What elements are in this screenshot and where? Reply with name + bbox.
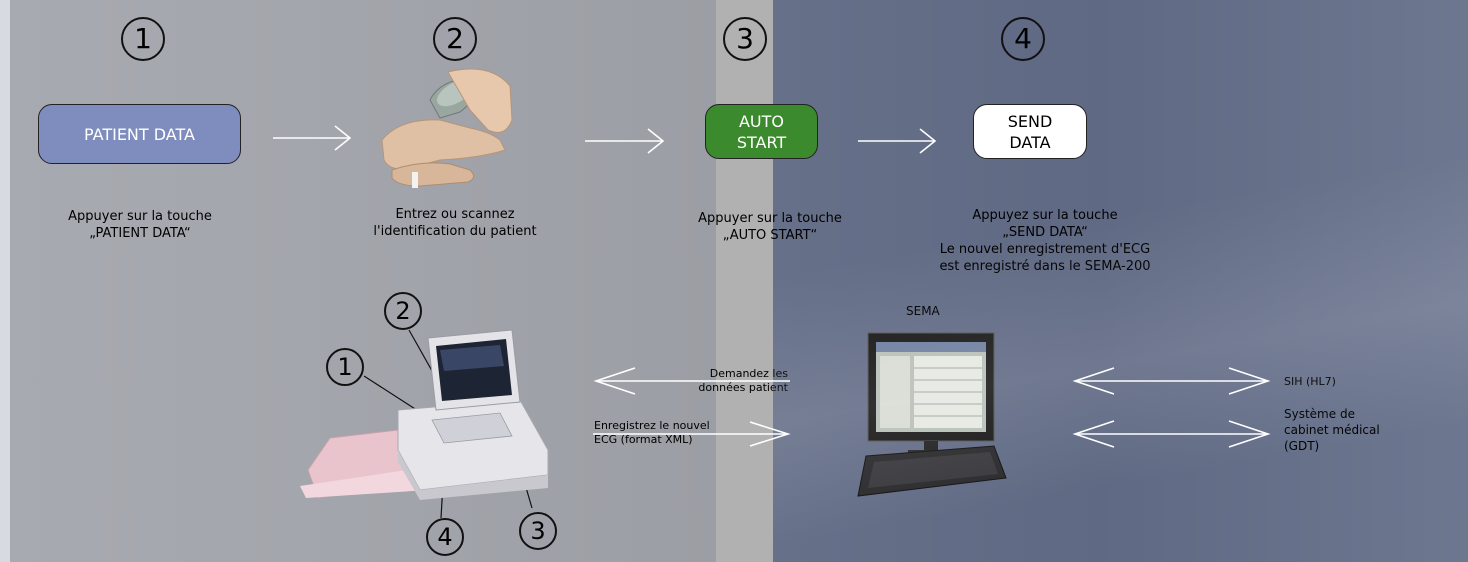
patient-data-button[interactable]: PATIENT DATA bbox=[38, 104, 241, 164]
sema-title: SEMA bbox=[906, 304, 940, 318]
sih-label: SIH (HL7) bbox=[1284, 375, 1336, 388]
save-ecg-label: Enregistrez le nouvel ECG (format XML) bbox=[594, 419, 710, 446]
request-patient-data-label: Demandez les données patient bbox=[698, 367, 788, 394]
arrow-step2-to-step3 bbox=[585, 128, 665, 154]
arrow-request-patient-data bbox=[593, 367, 790, 395]
device-callout-1: 1 bbox=[326, 348, 364, 386]
step-4-caption: Appuyez sur la touche „SEND DATA“ Le nou… bbox=[939, 208, 1151, 274]
arrow-step1-to-step2 bbox=[273, 125, 352, 151]
arrow-step3-to-step4 bbox=[858, 128, 937, 154]
device-callout-2: 2 bbox=[384, 292, 422, 330]
step-number-3: 3 bbox=[723, 17, 767, 61]
auto-start-button[interactable]: AUTO START bbox=[705, 104, 818, 159]
arrow-sema-gdt bbox=[1072, 420, 1271, 448]
arrow-save-ecg bbox=[593, 421, 791, 447]
step-number-4: 4 bbox=[1001, 17, 1045, 61]
arrow-sema-sih bbox=[1072, 367, 1271, 395]
gdt-label: Système de cabinet médical (GDT) bbox=[1284, 407, 1380, 453]
step-2-caption: Entrez ou scannez l'identification du pa… bbox=[373, 207, 537, 239]
step-1-caption: Appuyer sur la touche „PATIENT DATA“ bbox=[68, 209, 212, 241]
device-callout-4: 4 bbox=[426, 518, 464, 556]
step-number-1: 1 bbox=[121, 17, 165, 61]
device-callout-3: 3 bbox=[519, 512, 557, 550]
step-number-2: 2 bbox=[433, 17, 477, 61]
send-data-button[interactable]: SEND DATA bbox=[973, 104, 1087, 159]
step-3-caption: Appuyer sur la touche „AUTO START“ bbox=[698, 211, 842, 243]
